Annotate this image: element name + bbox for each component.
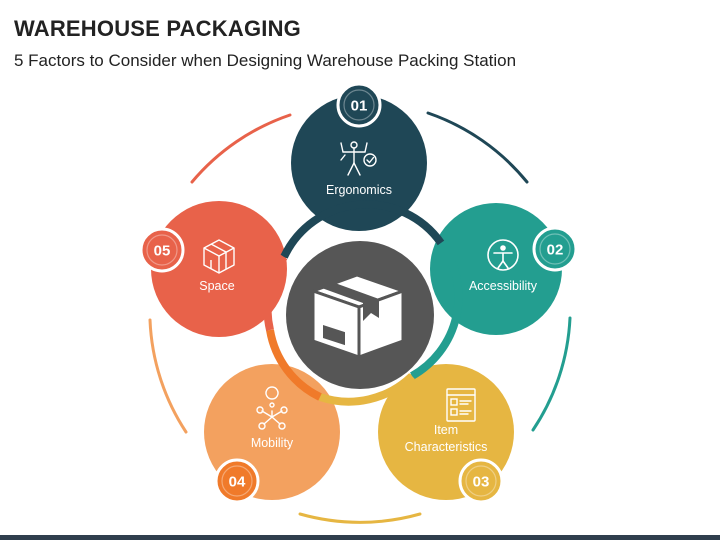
- bottom-bar: [0, 535, 720, 540]
- outer-arc-left: [148, 318, 188, 434]
- inner-ring-segment-bottom-left: [266, 329, 322, 401]
- number-04: 04: [229, 474, 246, 491]
- outer-arc-top-right: [426, 111, 529, 184]
- factor-circle-ergonomics[interactable]: [291, 95, 427, 231]
- box-icon: [311, 273, 405, 359]
- factor-label-space: Space: [199, 279, 234, 293]
- inner-ring-segment-right: [410, 240, 463, 380]
- number-badge-05: 05: [139, 227, 185, 273]
- inner-ring-segment-bottom-right: [318, 373, 415, 406]
- outer-arc-top-left: [190, 113, 292, 184]
- number-badge-02: 02: [532, 226, 578, 272]
- factor-label-ergonomics: Ergonomics: [326, 183, 392, 197]
- accessibility-icon: [487, 239, 519, 271]
- number-05: 05: [154, 243, 171, 260]
- number-03: 03: [473, 474, 490, 491]
- number-badge-03: 03: [458, 458, 504, 504]
- factor-label-accessibility: Accessibility: [469, 279, 538, 293]
- number-02: 02: [547, 242, 564, 259]
- slide-subtitle: 5 Factors to Consider when Designing War…: [14, 51, 517, 70]
- outer-arc-right: [531, 316, 572, 432]
- vitruvian-man-icon: [340, 141, 377, 176]
- outer-arc-bottom: [298, 512, 422, 524]
- factor-label-item: Item: [434, 423, 458, 437]
- inner-ring-segment-top: [280, 200, 445, 259]
- number-badge-01: 01: [336, 82, 382, 128]
- factor-label-mobility: Mobility: [251, 436, 294, 450]
- slide-title: WAREHOUSE PACKAGING: [14, 16, 301, 41]
- inner-ring-segment-left: [263, 254, 288, 331]
- cube-icon: [203, 239, 235, 274]
- number-badge-04: 04: [214, 458, 260, 504]
- number-01: 01: [351, 98, 368, 115]
- network-pin-icon: [256, 386, 288, 430]
- document-list-icon: [446, 388, 476, 422]
- factor-label-characteristics: Characteristics: [405, 440, 488, 454]
